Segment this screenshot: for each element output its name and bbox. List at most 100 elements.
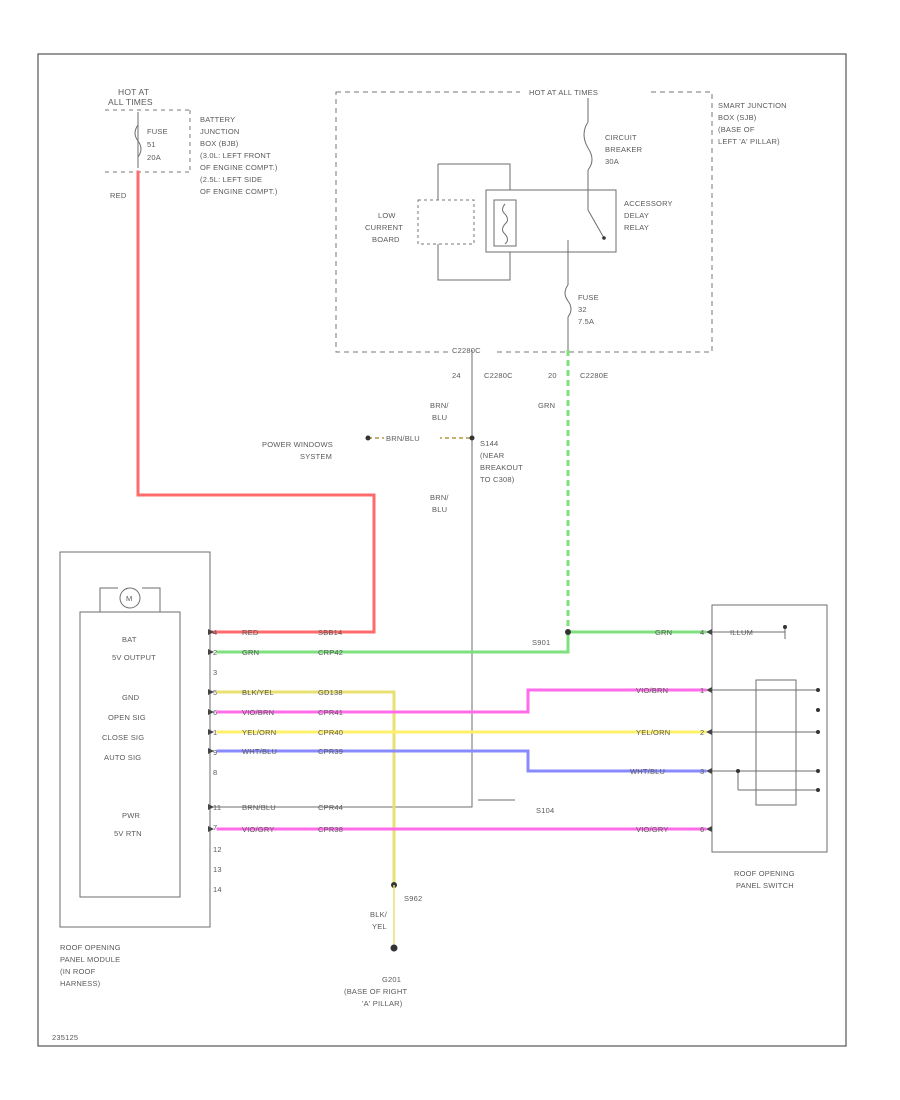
svg-text:CIRCUIT: CIRCUIT [605, 133, 637, 142]
svg-text:5: 5 [213, 688, 217, 697]
power-windows-arrow [365, 435, 371, 441]
accessory-delay-relay [485, 189, 617, 253]
pin-20: 20 [548, 371, 557, 380]
ground-icon [390, 944, 398, 952]
svg-text:FUSE: FUSE [578, 293, 599, 302]
svg-text:(2.5L: LEFT SIDE: (2.5L: LEFT SIDE [200, 175, 262, 184]
sjb-description: SMART JUNCTION BOX (SJB) (BASE OF LEFT '… [718, 101, 787, 146]
svg-text:(BASE OF: (BASE OF [718, 125, 755, 134]
svg-text:BLU: BLU [432, 505, 447, 514]
svg-text:CPR41: CPR41 [318, 708, 343, 717]
illum-terminal [783, 625, 787, 629]
illum-label: ILLUM [730, 628, 753, 637]
svg-text:BOX (SJB): BOX (SJB) [718, 113, 757, 122]
roof-module-inner [79, 611, 181, 898]
red-wire-label-left: RED [110, 191, 127, 200]
svg-text:3: 3 [700, 767, 704, 776]
module-pin-arrows [208, 629, 214, 832]
svg-text:8: 8 [213, 768, 217, 777]
hot-at-all-times-top: HOT AT ALL TIMES [529, 88, 598, 97]
svg-text:CPR44: CPR44 [318, 803, 343, 812]
svg-text:5V OUTPUT: 5V OUTPUT [112, 653, 156, 662]
svg-text:BLU: BLU [432, 413, 447, 422]
svg-text:1: 1 [700, 686, 704, 695]
conn-c2280c: C2280C [452, 346, 481, 355]
c2280c-bg [448, 344, 494, 356]
svg-text:BRN/BLU: BRN/BLU [242, 803, 276, 812]
svg-text:VIO/GRY: VIO/GRY [636, 825, 669, 834]
svg-text:7.5A: 7.5A [578, 317, 594, 326]
hot-at-all-times-left-2: ALL TIMES [108, 97, 153, 107]
svg-text:GD138: GD138 [318, 688, 343, 697]
pin-24: 24 [452, 371, 461, 380]
svg-text:YEL: YEL [372, 922, 387, 931]
vio-brn-wire [216, 688, 707, 714]
s104-label: S104 [536, 806, 554, 815]
svg-text:RELAY: RELAY [624, 223, 649, 232]
fuse-51-label-1: FUSE [147, 127, 168, 136]
motor-bracket [99, 587, 161, 612]
svg-text:PWR: PWR [122, 811, 140, 820]
svg-text:S144: S144 [480, 439, 498, 448]
svg-text:BREAKOUT: BREAKOUT [480, 463, 523, 472]
brn-blu-mid-label: BRN/ BLU [430, 493, 449, 514]
motor-icon [119, 587, 141, 609]
left-wire-color-labels: RED GRN BLK/YEL VIO/BRN YEL/ORN WHT/BLU … [242, 628, 277, 834]
svg-text:ROOF OPENING: ROOF OPENING [734, 869, 795, 878]
relay-switch-icon [587, 209, 605, 239]
switch-pin-arrows [706, 629, 712, 832]
fuse-51-label-2: 51 [147, 140, 156, 149]
fuse-32-label: FUSE 32 7.5A [578, 293, 599, 326]
fuse-32-symbol [564, 284, 572, 318]
s144-splice [469, 435, 475, 441]
sjb-boundary [335, 91, 713, 353]
svg-text:BLK/: BLK/ [370, 910, 388, 919]
switch-title: ROOF OPENING PANEL SWITCH [734, 869, 795, 890]
bjb-description: BATTERY JUNCTION BOX (BJB) (3.0L: LEFT F… [200, 115, 278, 196]
circuit-breaker-symbol [583, 121, 593, 171]
svg-text:30A: 30A [605, 157, 619, 166]
svg-text:RED: RED [242, 628, 259, 637]
svg-text:7: 7 [213, 823, 217, 832]
svg-text:VIO/BRN: VIO/BRN [636, 686, 668, 695]
svg-text:CRP42: CRP42 [318, 648, 343, 657]
svg-text:ACCESSORY: ACCESSORY [624, 199, 673, 208]
motor-label: M [126, 594, 132, 603]
svg-text:13: 13 [213, 865, 222, 874]
svg-text:9: 9 [213, 748, 217, 757]
switch-pin-numbers: 4 1 2 3 6 [700, 628, 704, 834]
s901-label: S901 [532, 638, 550, 647]
svg-text:SBB14: SBB14 [318, 628, 342, 637]
page-id: 235125 [52, 1033, 78, 1042]
svg-text:POWER WINDOWS: POWER WINDOWS [262, 440, 333, 449]
svg-text:(BASE OF RIGHT: (BASE OF RIGHT [344, 987, 407, 996]
relay-contact-dot [602, 236, 606, 240]
svg-text:BOARD: BOARD [372, 235, 400, 244]
blk-yel-wire [216, 690, 396, 887]
svg-text:SYSTEM: SYSTEM [300, 452, 332, 461]
svg-text:VIO/BRN: VIO/BRN [242, 708, 274, 717]
svg-text:BOX (BJB): BOX (BJB) [200, 139, 239, 148]
switch-contact-dots [736, 688, 820, 792]
svg-text:(IN ROOF: (IN ROOF [60, 967, 96, 976]
c2280e-label: C2280E [580, 371, 608, 380]
diagram-border [37, 53, 847, 1047]
svg-text:WHT/BLU: WHT/BLU [242, 747, 277, 756]
module-pin-numbers: 4 2 3 5 6 1 9 8 11 7 12 13 14 [213, 628, 222, 894]
svg-text:YEL/ORN: YEL/ORN [242, 728, 276, 737]
s901-splice [565, 629, 571, 635]
red-wire [136, 170, 376, 634]
wht-blu-wire [216, 749, 707, 773]
circuit-id-labels: SBB14 CRP42 GD138 CPR41 CPR40 CPR39 CPR4… [318, 628, 343, 834]
svg-text:5V RTN: 5V RTN [114, 829, 142, 838]
svg-text:ROOF OPENING: ROOF OPENING [60, 943, 121, 952]
svg-text:VIO/GRY: VIO/GRY [242, 825, 275, 834]
relay-label: ACCESSORY DELAY RELAY [624, 199, 673, 232]
svg-text:BREAKER: BREAKER [605, 145, 643, 154]
svg-text:G201: G201 [382, 975, 401, 984]
svg-text:CLOSE SIG: CLOSE SIG [102, 733, 144, 742]
module-pin-labels: BAT 5V OUTPUT GND OPEN SIG CLOSE SIG AUT… [102, 635, 156, 838]
svg-text:32: 32 [578, 305, 587, 314]
svg-text:LEFT 'A' PILLAR): LEFT 'A' PILLAR) [718, 137, 780, 146]
